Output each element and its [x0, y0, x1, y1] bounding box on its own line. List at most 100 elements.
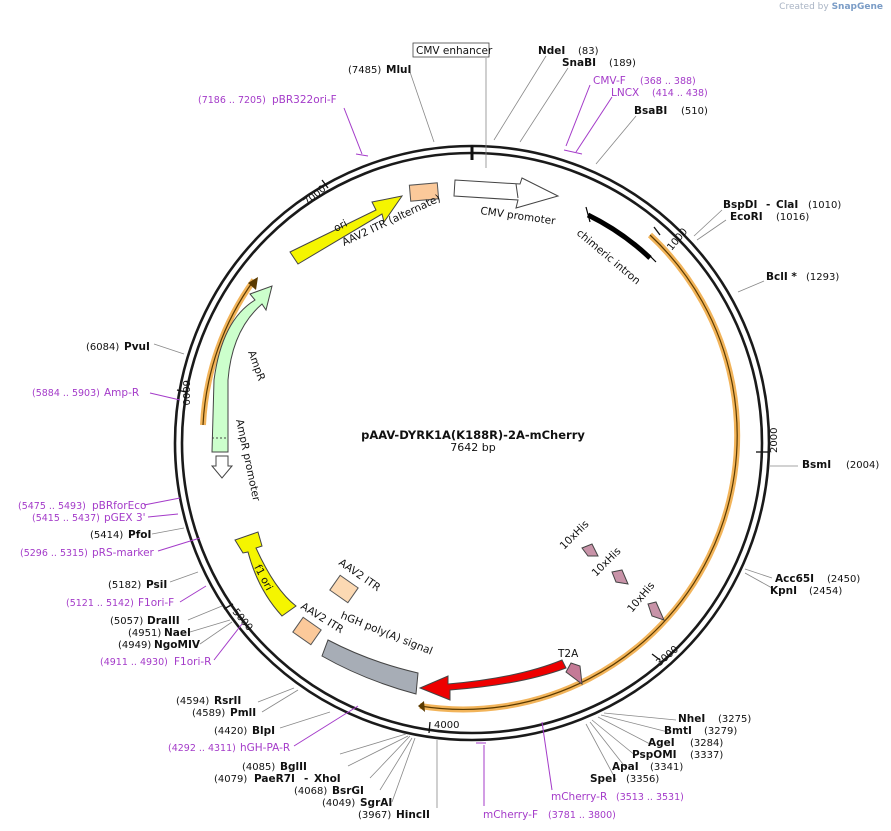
feature-aav2-itr-lower[interactable]: [292, 616, 322, 646]
svg-text:(4594): (4594): [176, 696, 209, 707]
site-naei[interactable]: NaeI: [164, 627, 191, 639]
site-clai[interactable]: ClaI: [776, 199, 798, 211]
svg-text:(3337): (3337): [690, 750, 723, 761]
svg-text:(5475 .. 5493): (5475 .. 5493): [18, 501, 86, 512]
site-psii[interactable]: PsiI: [146, 579, 167, 591]
site-ecori[interactable]: EcoRI: [730, 211, 763, 223]
site-kpni[interactable]: KpnI: [770, 585, 797, 597]
primer-pgex-3[interactable]: pGEX 3': [104, 512, 146, 524]
feature-hgh-polya[interactable]: [321, 639, 419, 695]
feature-aav2-itr-alternate[interactable]: [408, 182, 440, 202]
plasmid-length: 7642 bp: [450, 441, 495, 454]
site-agei[interactable]: AgeI: [648, 737, 675, 749]
site-ndei[interactable]: NdeI: [538, 45, 565, 57]
svg-text:(1016): (1016): [776, 212, 809, 223]
feature-cmv-promoter[interactable]: [453, 177, 560, 209]
feature-ampr-promoter[interactable]: [210, 455, 234, 479]
site-bspdi[interactable]: BspDI: [723, 199, 757, 211]
feature-ampr[interactable]: [211, 285, 273, 453]
site-leaders: [151, 55, 798, 808]
site-acc65i[interactable]: Acc65I: [775, 573, 814, 585]
svg-text:(2004): (2004): [846, 460, 879, 471]
primer-pbrforeco[interactable]: pBRforEco: [92, 500, 146, 512]
site-pmli[interactable]: PmlI: [230, 707, 256, 719]
label-ampr: AmpR: [245, 349, 267, 383]
primer-f1ori-r[interactable]: F1ori-R: [174, 656, 211, 668]
primer-pbr322ori-f[interactable]: pBR322ori-F: [272, 94, 337, 106]
tick-label-2000: 2000: [769, 428, 780, 453]
primer-hgh-pa-r[interactable]: hGH-PA-R: [240, 742, 290, 754]
svg-text:(4068): (4068): [294, 786, 327, 797]
feature-mcherry[interactable]: [418, 659, 567, 701]
svg-text:(5121 .. 5142): (5121 .. 5142): [66, 598, 134, 609]
label-t2a: T2A: [557, 648, 579, 660]
snapgene-branding: Created by SnapGene: [779, 2, 883, 12]
brand-name: SnapGene: [831, 2, 883, 12]
label-ori: ori: [332, 218, 350, 235]
site-hincii[interactable]: HincII: [396, 809, 430, 821]
svg-text:(5415 .. 5437): (5415 .. 5437): [32, 513, 100, 524]
svg-text:(5884 .. 5903): (5884 .. 5903): [32, 388, 100, 399]
primer-prs-marker[interactable]: pRS-marker: [92, 547, 155, 559]
primer-f1ori-f[interactable]: F1ori-F: [138, 597, 174, 609]
site-xhoi[interactable]: XhoI: [314, 773, 341, 785]
feature-ori[interactable]: [289, 195, 404, 265]
site-rsrii[interactable]: RsrII: [214, 695, 241, 707]
primer-lncx[interactable]: LNCX: [611, 87, 639, 99]
svg-text:(6084): (6084): [86, 342, 119, 353]
site-bsmi[interactable]: BsmI: [802, 459, 831, 471]
tick-label-7000: 7000: [302, 184, 329, 209]
cmv-enhancer-label-box: [412, 42, 490, 58]
primer-mcherry-r[interactable]: mCherry-R: [551, 791, 607, 803]
plasmid-name: pAAV-DYRK1A(K188R)-2A-mCherry: [361, 428, 585, 442]
svg-text:(4420): (4420): [214, 726, 247, 737]
site-bglii[interactable]: BglII: [280, 761, 307, 773]
feature-t2a[interactable]: [565, 662, 583, 686]
feature-10xhis-3[interactable]: [647, 601, 665, 621]
svg-text:(1010): (1010): [808, 200, 841, 211]
site-mlui[interactable]: MluI: [386, 64, 411, 76]
svg-text:(5296 .. 5315): (5296 .. 5315): [20, 548, 88, 559]
site-pspomi[interactable]: PspOMI: [632, 749, 677, 761]
site-snabi[interactable]: SnaBI: [562, 57, 596, 69]
feature-f1-ori[interactable]: [234, 531, 297, 617]
site-apai[interactable]: ApaI: [612, 761, 639, 773]
tick-marks: [176, 145, 768, 734]
svg-text:(1293): (1293): [806, 272, 839, 283]
site-nhei[interactable]: NheI: [678, 713, 705, 725]
primer-mcherry-f[interactable]: mCherry-F: [483, 809, 538, 821]
svg-text:(3284): (3284): [690, 738, 723, 749]
site-pfoi[interactable]: PfoI: [128, 529, 151, 541]
site-labels: (7485) MluI NdeI (83) SnaBI (189) BsaBI …: [86, 45, 879, 821]
site-blpi[interactable]: BlpI: [252, 725, 275, 737]
svg-text:(3279): (3279): [704, 726, 737, 737]
svg-text:(510): (510): [681, 106, 708, 117]
site-bsrgi[interactable]: BsrGI: [332, 785, 364, 797]
svg-text:(83): (83): [578, 46, 599, 57]
site-ngomiv[interactable]: NgoMIV: [154, 639, 201, 651]
svg-text:(5414): (5414): [90, 530, 123, 541]
feature-chimeric-intron[interactable]: [586, 212, 652, 260]
feature-10xhis-2[interactable]: [611, 569, 629, 585]
site-pvui[interactable]: PvuI: [124, 341, 150, 353]
site-bcli[interactable]: BclI *: [766, 271, 797, 283]
svg-text:(7485): (7485): [348, 65, 381, 76]
svg-text:-: -: [766, 199, 770, 211]
primer-amp-r[interactable]: Amp-R: [104, 387, 139, 399]
feature-10xhis-1[interactable]: [581, 543, 599, 557]
svg-text:(414 .. 438): (414 .. 438): [652, 88, 708, 99]
svg-text:-: -: [304, 773, 308, 785]
svg-text:(4292 .. 4311): (4292 .. 4311): [168, 743, 236, 754]
primer-cmv-f[interactable]: CMV-F: [593, 75, 626, 87]
site-spei[interactable]: SpeI: [590, 773, 616, 785]
site-sgrai[interactable]: SgrAI: [360, 797, 392, 809]
feature-aav2-itr-upper[interactable]: [329, 574, 359, 604]
site-draiii[interactable]: DraIII: [147, 615, 180, 627]
svg-text:(2450): (2450): [827, 574, 860, 585]
svg-text:(5182): (5182): [108, 580, 141, 591]
svg-text:(7186 .. 7205): (7186 .. 7205): [198, 95, 266, 106]
site-paer7i[interactable]: PaeR7I: [254, 773, 295, 785]
site-bmti[interactable]: BmtI: [664, 725, 692, 737]
site-bsabi[interactable]: BsaBI: [634, 105, 667, 117]
